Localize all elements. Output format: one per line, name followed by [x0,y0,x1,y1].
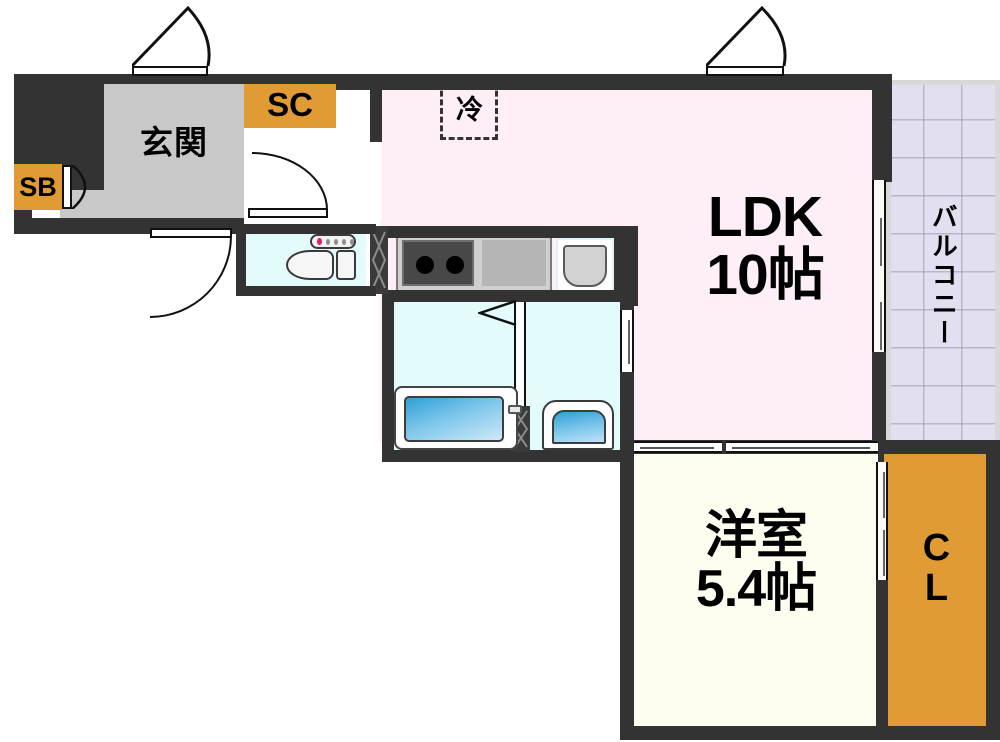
entrance-door-leaf[interactable] [132,66,208,76]
wall-bedroom-bottom [620,726,892,740]
bathtub-water [404,396,504,442]
pipe-shaft-kitchen [370,226,388,294]
entrance-door-swing [130,5,212,68]
fridge-label: 冷 [456,95,483,126]
wall-right-lower [872,352,886,452]
wall-ldk-kitchen-divider [626,226,638,306]
burner-right [446,256,464,274]
cl-slide-door-1[interactable] [876,462,888,524]
balcony-slide-door-1[interactable] [872,180,886,268]
ldk-top-window-leaf[interactable] [706,66,784,76]
toilet-bowl [286,250,334,280]
bedroom-label: 洋室 5.4帖 [695,507,817,619]
genkan-label: 玄関 [140,124,208,161]
slide-line [640,447,714,449]
slide-line [732,447,870,449]
storage-closet-sc[interactable] [244,84,336,128]
burner-left [416,256,434,274]
slide-line [883,472,885,518]
sc-label: SC [267,86,313,123]
bath-door-open-indicator [478,300,518,326]
cooktop [402,240,474,286]
wall-toilet-top [236,224,376,234]
cl-label-c: C [922,527,950,569]
cl-slide-door-2[interactable] [876,520,888,582]
washroom-door[interactable] [620,310,634,372]
ldk-bedroom-slide-door-2[interactable] [726,441,878,453]
ldk-label: LDK 10帖 [706,185,824,308]
washbasin-bowl [552,410,606,444]
wall-right-upper [872,90,886,190]
sink-basin [563,245,607,287]
bedroom-floor [632,452,880,728]
wall-cl-right [986,440,1000,740]
slide-line [883,530,885,576]
washlet-button-dot [333,238,338,245]
slide-line [880,218,882,266]
toilet-tank [336,250,356,280]
wall-cl-bottom [884,726,1000,740]
balcony-area [886,80,1000,452]
wall-toilet-left [236,224,246,296]
wall-kitchen-bottom [382,290,628,302]
balcony-label: バルコニー [928,202,959,348]
ldk-top-window-swing [704,5,788,68]
shoe-box-sb[interactable] [14,164,62,210]
wall-cl-lower [876,580,888,728]
washlet-button-dot [325,238,330,245]
washbasin [542,400,614,450]
wall-left-outer [14,74,32,234]
washlet-button-dot [341,238,346,245]
wall-bath-left [382,302,394,462]
genkan-step [60,190,244,220]
slide-line [628,320,630,364]
washlet-button-dot [349,238,354,245]
slide-line [880,302,882,350]
wall-cl-top [884,440,1000,454]
wall-bath-bottom [382,450,634,462]
sb-door-leaf[interactable] [62,165,72,209]
genkan-inner-door-swing [150,236,232,318]
bath-divider-door[interactable] [514,302,526,406]
wall-kitchen-top [382,226,626,238]
closet-cl[interactable] [884,452,988,728]
cl-label-l: L [924,567,948,609]
sb-label: SB [19,172,57,202]
counter-worktop [482,240,546,286]
bathtub [394,386,518,450]
washlet-control-panel [310,234,356,249]
washlet-indicator-dot [317,238,322,245]
bathtub-tap [508,405,522,414]
wall-kitchen-right [614,226,628,294]
wall-toilet-bottom [236,286,376,296]
ldk-bedroom-slide-door-1[interactable] [634,441,722,453]
wall-ldk-left-upper [370,74,382,142]
balcony-slide-door-2[interactable] [872,266,886,354]
sb-door-swing [71,164,100,210]
kitchen-sink [556,238,614,294]
fridge-marker: 冷 [440,82,498,140]
wall-bedroom-left [620,440,634,740]
